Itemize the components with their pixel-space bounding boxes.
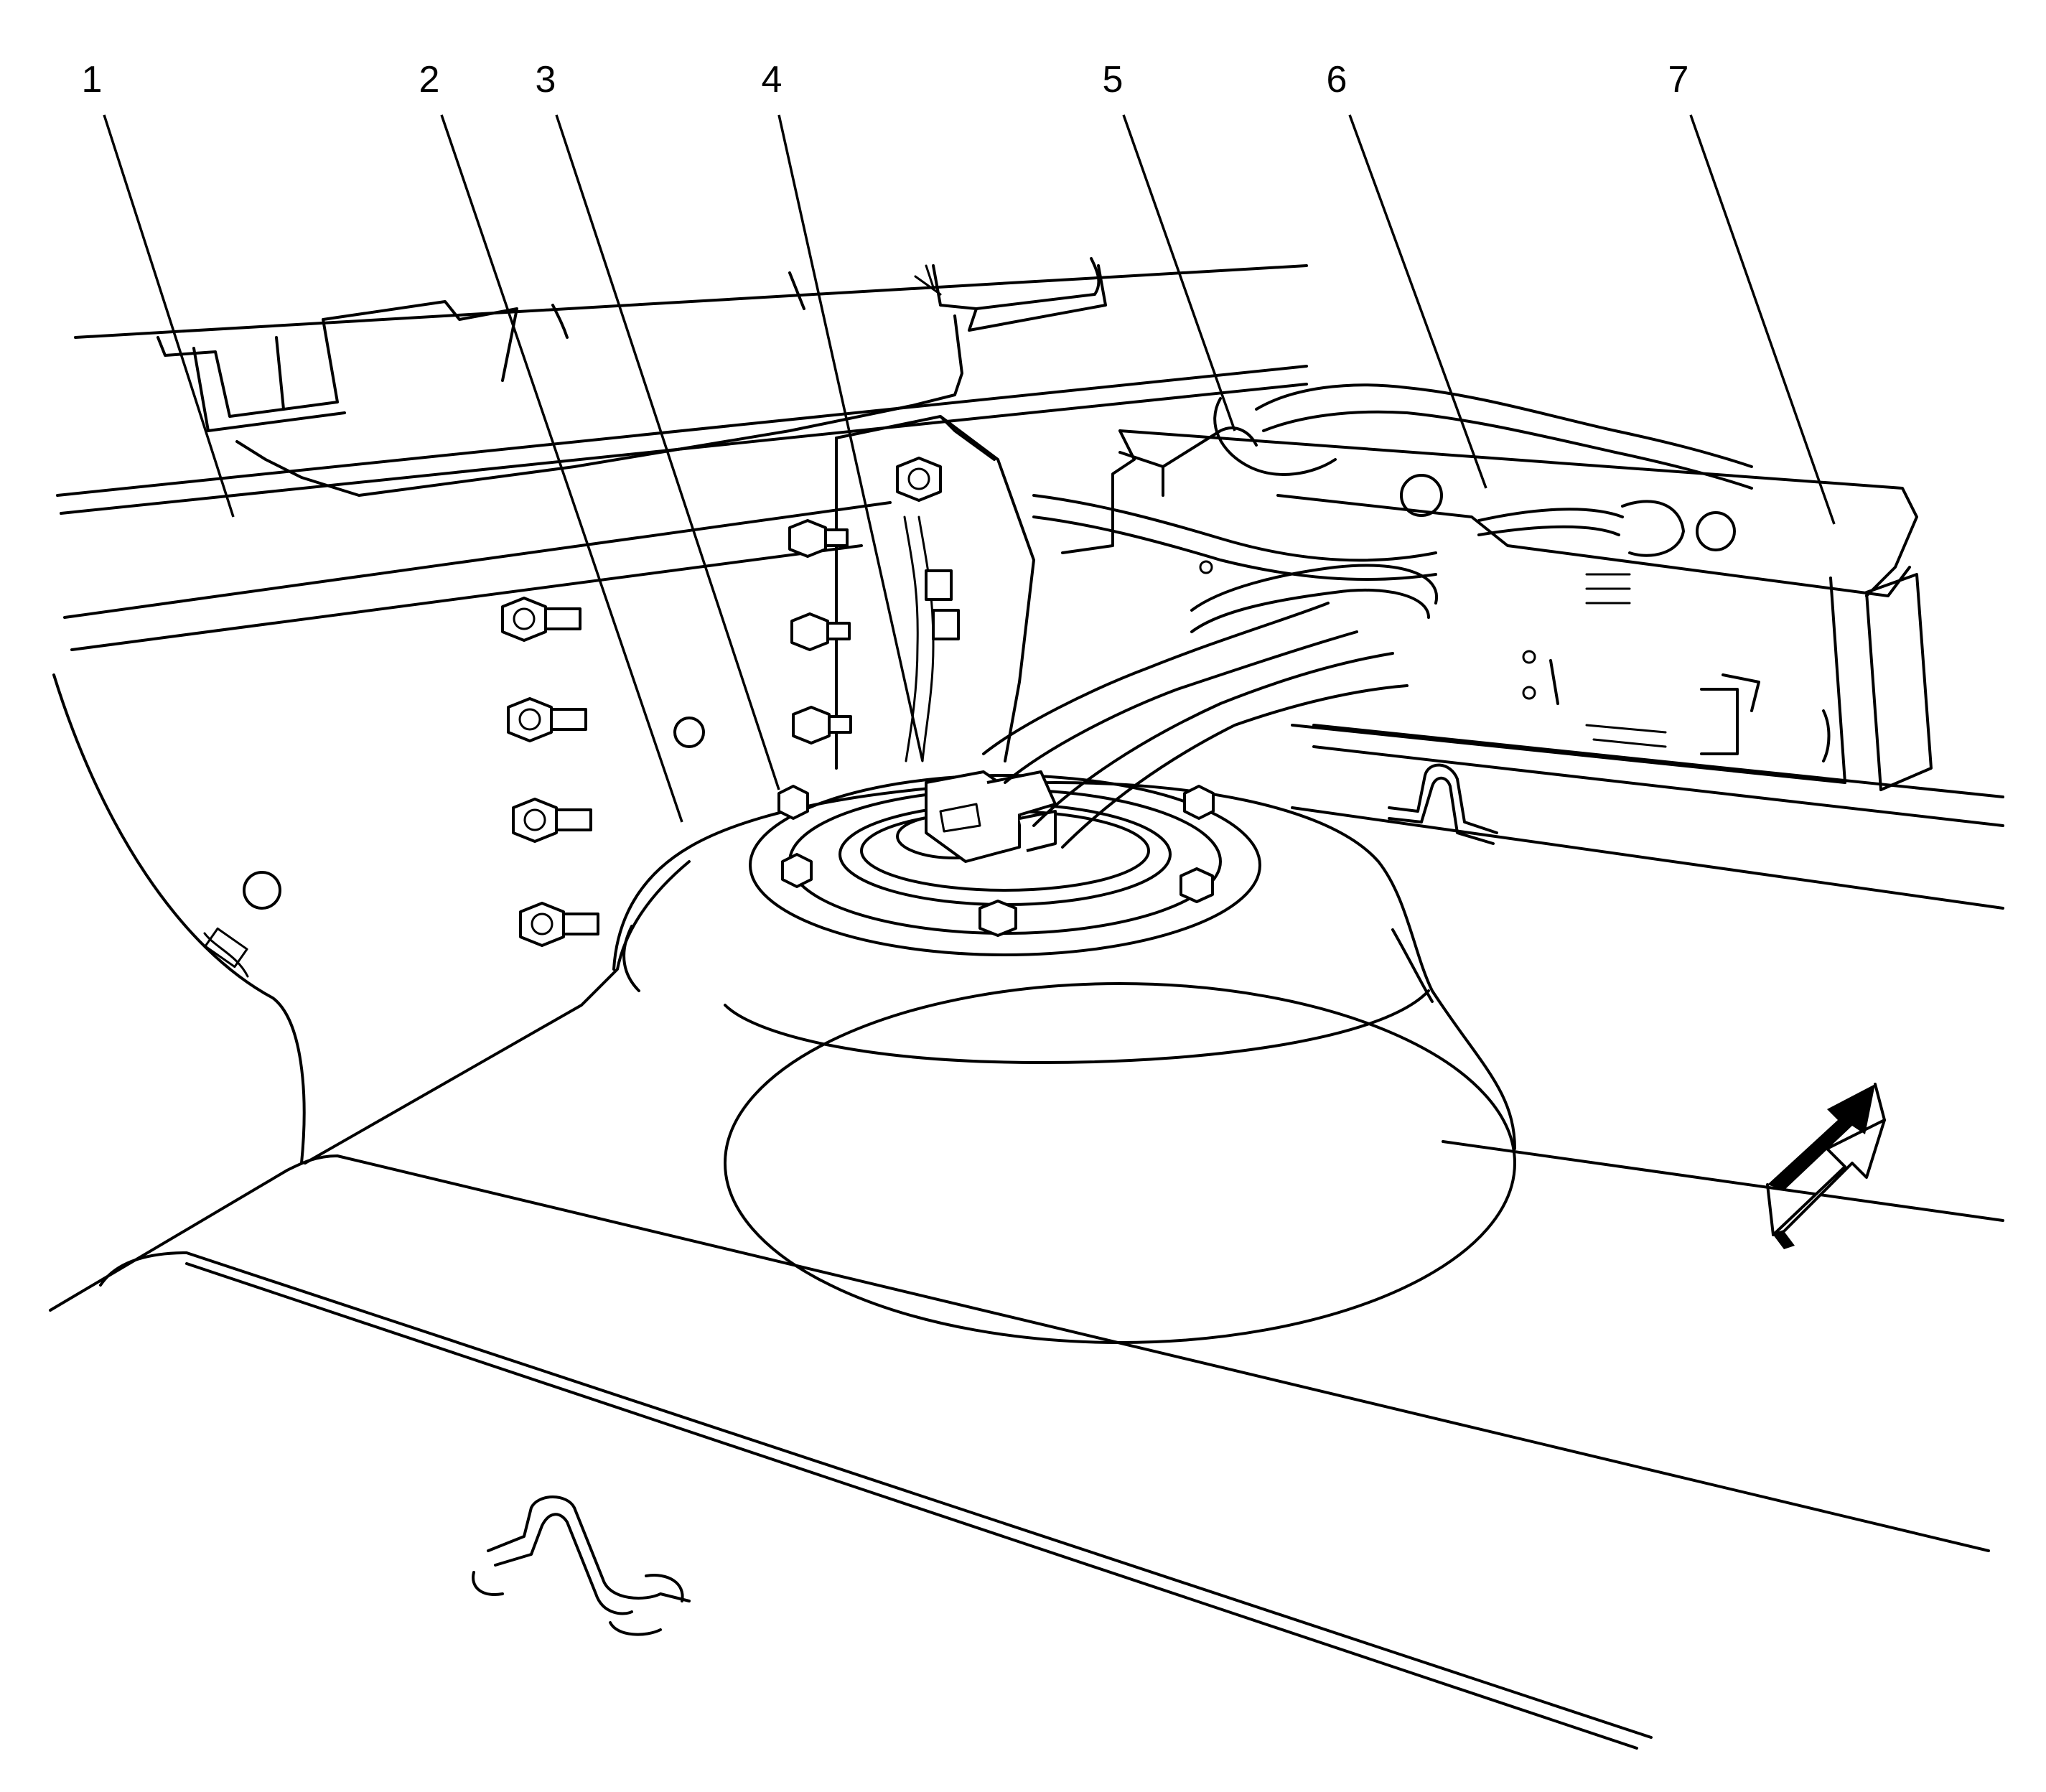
strap-clip: [1388, 763, 1498, 845]
nut: [1180, 867, 1214, 903]
leader-line-6: [1348, 114, 1487, 489]
bolt: [512, 798, 592, 843]
leader-line-1: [103, 114, 235, 518]
callout-5: 5: [1103, 59, 1124, 101]
bracket-center: [788, 415, 1035, 770]
bolt: [519, 902, 599, 947]
callout-2: 2: [419, 59, 440, 101]
electrical-connector: [925, 770, 1057, 863]
leader-line-4: [777, 114, 924, 762]
callout-labels: 1 2 3 4 5 6 7: [82, 59, 1689, 101]
fuel-tank: [49, 724, 2004, 1750]
frame-bolts-left: [52, 597, 705, 1165]
callout-4: 4: [762, 59, 783, 101]
bolt: [507, 697, 587, 742]
bolt: [790, 612, 851, 651]
fuel-sender-assembly: [749, 564, 1439, 956]
bolt: [896, 457, 942, 502]
view-direction-arrow-icon: [1766, 1083, 1886, 1249]
nut: [781, 853, 813, 888]
callout-7: 7: [1668, 59, 1689, 101]
leader-line-3: [555, 114, 780, 790]
callout-1: 1: [82, 59, 103, 101]
leader-line-5: [1122, 114, 1236, 431]
bolt: [788, 519, 849, 558]
frame-crossmember: [56, 257, 1308, 651]
bolt: [501, 597, 581, 642]
strap-clip: [472, 1495, 691, 1636]
nut: [777, 785, 809, 820]
callout-3: 3: [536, 59, 556, 101]
bolt: [792, 706, 852, 745]
nut: [978, 900, 1017, 937]
callout-leaders: [103, 114, 1836, 823]
callout-6: 6: [1327, 59, 1347, 101]
nut: [1183, 785, 1215, 820]
fuel-tank-pressure-module: [1032, 383, 1933, 791]
leader-line-7: [1689, 114, 1836, 525]
leader-line-2: [440, 114, 683, 823]
